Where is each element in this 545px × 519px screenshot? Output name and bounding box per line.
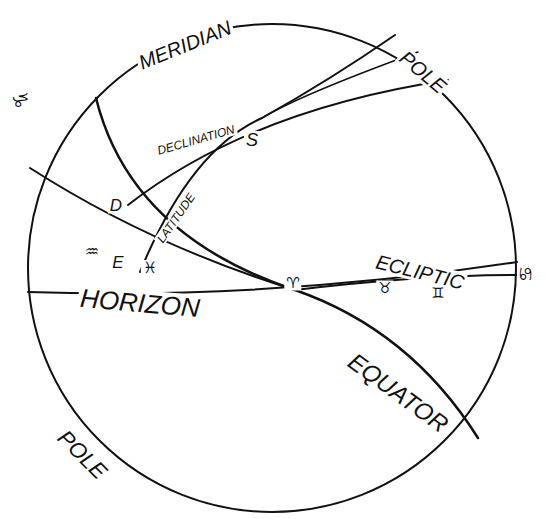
circle-label: MERIDIAN: [134, 17, 236, 74]
circle-label: S: [244, 131, 260, 149]
circle-label: D: [108, 197, 124, 214]
equator-line: [96, 98, 478, 438]
zodiac-sign: ♊: [429, 286, 446, 301]
zodiac-sign: ♓: [141, 260, 159, 276]
circle-label: HORIZON: [77, 285, 203, 322]
circle-label: E: [110, 254, 125, 271]
zodiac-sign: ♉: [376, 281, 393, 296]
circle-label: EQUATOR: [342, 348, 454, 438]
declination-circle: [128, 80, 448, 205]
circle-label: POLE: [52, 425, 112, 485]
zodiac-sign: ♈: [284, 276, 301, 291]
zodiac-sign: ♒: [83, 244, 101, 260]
circle-label: DECLINATION: [154, 123, 238, 158]
latitude-circle: [140, 35, 395, 272]
zodiac-sign: ♋: [517, 264, 535, 284]
circle-label: POLE: [395, 46, 452, 98]
meridian-circle: [28, 24, 516, 512]
zodiac-sign: ♑: [10, 89, 30, 111]
